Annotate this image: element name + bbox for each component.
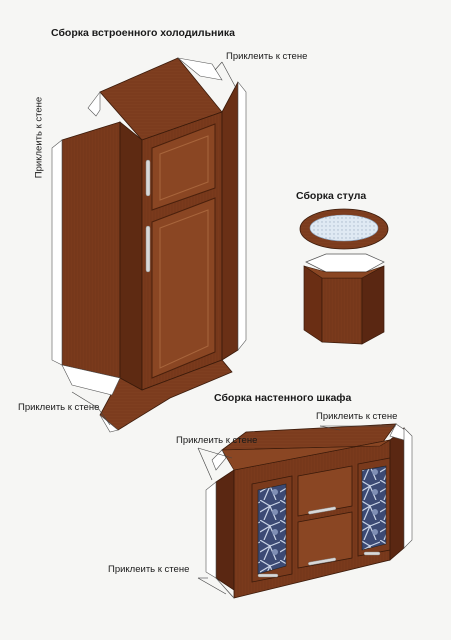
chair-base-top: [305, 253, 385, 273]
cabinet-right-glass: [361, 465, 387, 551]
cabinet-left-glass: [257, 483, 287, 575]
cabinet-glue-label-bottom: Приклеить к стене: [108, 564, 190, 575]
fridge-lower-door: [151, 197, 216, 379]
fridge-glue-tabs: [51, 57, 247, 433]
chair-title: Сборка стула: [296, 190, 367, 202]
fridge-upper-door: [151, 123, 216, 211]
cabinet-drawer-bottom: [297, 511, 353, 569]
cabinet-drawer-bottom-handle: [308, 557, 337, 566]
cabinet-right-side: [389, 427, 405, 561]
chair-model: [299, 208, 389, 345]
cabinet-right-handle: [363, 551, 381, 556]
fridge-body-side: [119, 121, 143, 391]
fridge-glue-label-bottom: Приклеить к стене: [18, 402, 100, 413]
fridge-glue-label-top: Приклеить к стене: [226, 51, 308, 62]
fridge-model: [51, 57, 247, 433]
chair-cushion: [309, 214, 379, 242]
cabinet-drawer-top: [297, 465, 353, 517]
fridge-left-panel: [61, 121, 121, 379]
cabinet-model: [197, 423, 413, 599]
chair-base-left: [303, 265, 323, 343]
fridge-upper-handle: [145, 159, 151, 197]
cabinet-glue-label-top: Приклеить к стене: [176, 435, 258, 446]
chair-base-right: [361, 265, 385, 345]
cabinet-title: Сборка настенного шкафа: [214, 392, 352, 404]
fridge-lower-handle: [145, 225, 151, 273]
fridge-leaders: [71, 61, 237, 426]
cabinet-glue-label-right: Приклеить к стене: [316, 411, 398, 422]
cabinet-left-handle: [257, 573, 279, 578]
chair-base-front: [321, 277, 363, 345]
fridge-right-flap: [221, 81, 239, 361]
cabinet-left-side: [215, 469, 235, 591]
cabinet-leaders: [197, 425, 396, 595]
fridge-glue-label-left: Приклеить к стене: [33, 96, 45, 179]
cabinet-drawer-top-handle: [308, 506, 337, 515]
fridge-title: Сборка встроенного холодильника: [51, 27, 235, 39]
